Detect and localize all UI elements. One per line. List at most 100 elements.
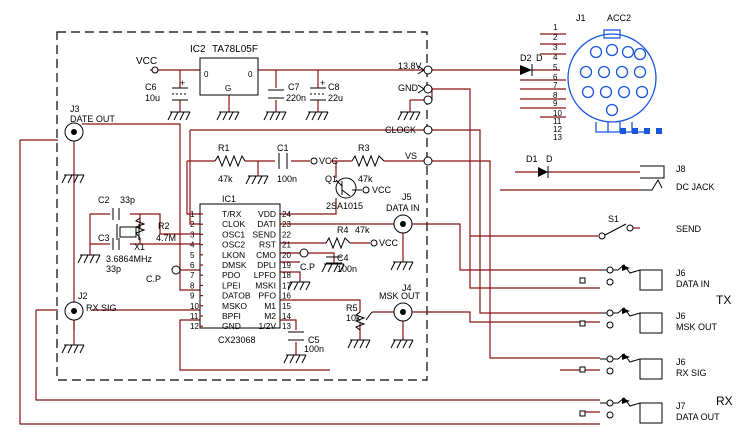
r4-vcc: VCC xyxy=(379,238,399,248)
ic1-pin-num: 12 xyxy=(190,322,199,331)
terminal-clock-label: CLOCK xyxy=(385,125,416,135)
vcc-input-terminal xyxy=(151,66,159,74)
ic1-pin-name: 1/2V xyxy=(259,321,277,331)
q1-ref: Q1 xyxy=(325,174,337,184)
ic1-pin-name: DPLI xyxy=(257,260,276,270)
d2-ref: D2 xyxy=(520,53,532,63)
ic1-pin-num: 1 xyxy=(190,210,195,219)
ic1-pin-name: BPFI xyxy=(222,311,241,321)
panel-jack-ref: J7 xyxy=(676,401,686,411)
capacitor-c2 xyxy=(112,208,120,220)
acc2-pin-label: 2 xyxy=(553,33,558,42)
r1-val: 47k xyxy=(218,174,233,184)
c4-val: 100n xyxy=(337,264,357,274)
ic1-pin-num: 4 xyxy=(190,241,195,250)
acc2-ref: J1 xyxy=(576,13,586,23)
coax-jack-j4 xyxy=(393,302,413,322)
ic1-body xyxy=(199,203,281,329)
d2-val: D xyxy=(536,53,543,63)
din-pin xyxy=(599,85,613,99)
diode-d2 xyxy=(520,64,533,76)
panel-jack xyxy=(579,264,663,291)
din-pin xyxy=(635,85,649,99)
acc2-pin-label: 11 xyxy=(553,117,562,126)
acc2-pin-label: 6 xyxy=(553,73,558,82)
din-pin xyxy=(617,85,631,99)
din-pin xyxy=(579,65,593,79)
panel-jack xyxy=(579,397,663,424)
panel-jack-ref: J6 xyxy=(676,311,686,321)
j8-label: DC JACK xyxy=(676,182,715,192)
terminal-block xyxy=(417,65,433,166)
r2-val: 4.7M xyxy=(156,233,176,243)
ic1-pin-num: 10 xyxy=(190,302,199,311)
ic1-pin-num: 21 xyxy=(282,241,291,250)
svg-text:+: + xyxy=(320,78,325,88)
ground-symbols xyxy=(61,111,421,364)
ic1-pin-num: 13 xyxy=(282,322,291,331)
ic1-pin-num: 22 xyxy=(282,230,291,239)
c6-val: 10u xyxy=(145,93,160,103)
ic1-pin-name: PFO xyxy=(259,291,277,301)
c8-ref: C8 xyxy=(328,82,340,92)
terminal-13v8-label: 13.8V xyxy=(398,61,422,71)
r5-val: 10k xyxy=(346,313,361,323)
j3-label: DATE OUT xyxy=(70,114,115,124)
ic2-part: TA78L05F xyxy=(212,44,258,55)
vcc-input-label: VCC xyxy=(136,56,157,67)
panel-jack-ref: J6 xyxy=(676,357,686,367)
ic1-pin-name: PDO xyxy=(222,270,241,280)
ic2-pin-out: 0 xyxy=(248,70,253,79)
x1-val: 3.6864MHz xyxy=(106,254,153,264)
ic1-pin-num: 11 xyxy=(190,312,199,321)
j5-label: DATA IN xyxy=(386,203,420,213)
rx-group-label: RX xyxy=(716,394,733,408)
ic1-pin-name: SEND xyxy=(252,229,276,239)
terminal-gnd-label: GND xyxy=(398,83,419,93)
diode-d1 xyxy=(538,166,549,178)
ic1-pin-num: 18 xyxy=(282,271,291,280)
din-pin xyxy=(633,47,647,61)
c2-ref: C2 xyxy=(98,195,110,205)
ic1-part: CX23068 xyxy=(218,335,256,345)
d1-val: D xyxy=(546,154,553,164)
ic2-ref: IC2 xyxy=(190,44,206,55)
j3-ref: J3 xyxy=(70,104,80,114)
ic1-pin-name: GND xyxy=(222,321,241,331)
ic1-pin-num: 2 xyxy=(190,220,195,229)
ic1-pin-name: VDD xyxy=(258,209,276,219)
panel-jacks xyxy=(579,264,663,424)
ic1-pin-name: M2 xyxy=(264,311,276,321)
coax-jack-j3 xyxy=(64,122,84,142)
q1-vcc: VCC xyxy=(372,185,392,195)
acc2-pin-label: 1 xyxy=(553,23,558,32)
ic1-pin-num: 19 xyxy=(282,261,291,270)
ic1-pin-num: 9 xyxy=(190,292,195,301)
acc2-connector xyxy=(567,29,662,134)
capacitor-c1 xyxy=(278,153,288,169)
ic1-ref: IC1 xyxy=(222,194,236,204)
s1-ref: S1 xyxy=(608,214,619,224)
resistor-r2 xyxy=(134,217,146,239)
ic1-pin-num: 5 xyxy=(190,251,195,260)
panel-jack-label: MSK OUT xyxy=(676,322,718,332)
resistor-r4 xyxy=(325,236,351,250)
r4-val: 47k xyxy=(355,225,370,235)
ic1-pin-name: DATOB xyxy=(222,291,251,301)
cp-point-left xyxy=(171,265,181,275)
c1-ref: C1 xyxy=(277,143,289,153)
r3-ref: R3 xyxy=(358,143,370,153)
cp-point-right xyxy=(299,248,309,258)
ic1-pin-num: 23 xyxy=(282,220,291,229)
acc2-pin-label: 5 xyxy=(553,63,558,72)
acc2-pin-label: 3 xyxy=(553,43,558,52)
dc-jack-j8 xyxy=(640,165,665,191)
panel-jack xyxy=(579,353,663,380)
r1-ref: R1 xyxy=(218,143,230,153)
resistor-r3 xyxy=(351,154,385,168)
resistor-r1 xyxy=(214,154,246,168)
terminal-vs-label: VS xyxy=(405,151,417,161)
din-pin xyxy=(597,65,611,79)
ic1-pin-num: 20 xyxy=(282,251,291,260)
